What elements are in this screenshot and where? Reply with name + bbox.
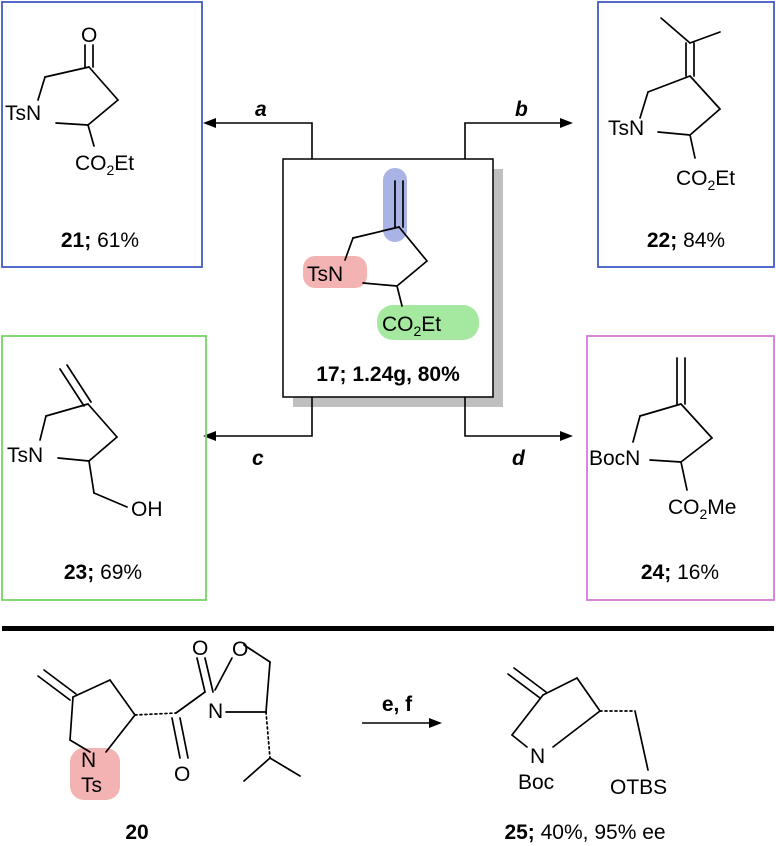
compound-25-otbs: OTBS [610,776,667,799]
compound-25-caption: 25; 40%, 95% ee [504,821,665,844]
ester-highlight [377,305,479,340]
compound-25-structure [507,667,649,771]
compound-20-ts: Ts [81,774,102,797]
compound-23-structure [39,364,128,508]
compound-22-n-label: TsN [608,117,644,140]
compound-23-oh-label: OH [131,498,163,521]
arrowhead-d [560,431,573,441]
arrow-a [213,122,313,159]
product-21-box [1,1,203,268]
reagent-b: b [515,98,528,121]
compound-17-n-label: TsN [307,263,343,286]
reagent-d: d [512,447,526,470]
reagent-c: c [252,447,264,470]
compound-20-ring-o: O [232,638,248,661]
compound-21-n-label: TsN [5,102,41,125]
compound-20-caption: 20 [125,821,148,844]
arrowhead-a [203,118,216,128]
compound-22-structure [639,17,721,159]
product-22-box [597,1,775,268]
compound-20-structure [37,644,301,782]
compound-22-caption: 22; 84% [647,229,725,252]
compound-25-boc: Boc [518,771,554,794]
compound-23-caption: 23; 69% [64,561,142,584]
compound-24-caption: 24; 16% [641,561,719,584]
compound-23-n-label: TsN [7,444,43,467]
compound-20-ts-highlight [70,748,120,800]
arrow-b [464,122,563,159]
compound-17-structure [344,180,428,307]
compound-25-n: N [530,745,545,768]
compound-21-ester-label: CO2Et [75,152,134,178]
compound-20-n: N [81,749,96,772]
product-24-box [586,335,775,601]
nitrogen-highlight [303,256,367,288]
compound-24-structure [632,357,713,491]
compound-17-caption: 17; 1.24g, 80% [316,363,460,386]
compound-20-amide-o: O [174,763,190,786]
arrowhead-ef [429,718,442,728]
compound-20-carbonyl-o: O [192,637,208,660]
product-23-box [1,335,207,601]
compound-21-oxygen: O [81,24,97,47]
compound-22-ester-label: CO2Et [676,167,735,193]
reagent-a: a [255,98,267,121]
arrowhead-b [560,118,573,128]
arrow-c [213,397,313,437]
arrow-d [464,397,563,437]
compound-20-ring-n: N [208,700,223,723]
compound-21-structure [37,44,119,147]
reagents-ef: e, f [382,693,413,716]
compound-24-ester-label: CO2Me [668,496,736,522]
compound-17-ester-label: CO2Et [382,313,441,339]
compound-24-n-label: BocN [589,447,640,470]
compound-21-caption: 21; 61% [61,229,139,252]
section-divider [2,626,774,631]
arrowhead-c [203,431,216,441]
